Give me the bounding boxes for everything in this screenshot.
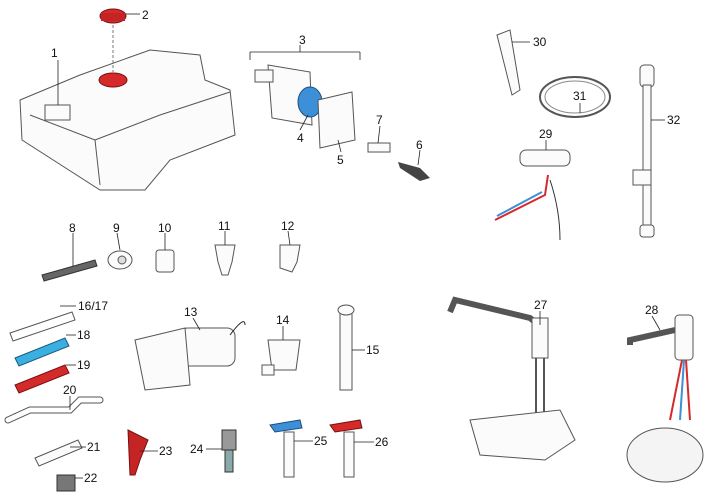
- part-32-shower-rail: [632, 64, 655, 238]
- part-24-fitting: [221, 429, 237, 473]
- part-12-connector: [279, 244, 301, 273]
- label-part-20: 20: [63, 383, 77, 397]
- part-14-filter: [261, 339, 301, 376]
- label-part-23: 23: [159, 444, 173, 458]
- part-30-shower-head: [496, 29, 521, 96]
- label-part-1: 1: [51, 46, 58, 60]
- part-1-water-tank: [19, 49, 236, 191]
- label-part-11: 11: [218, 219, 231, 233]
- part-25-blue-tap: [269, 419, 303, 478]
- label-part-27: 27: [534, 298, 548, 312]
- part-6-key: [398, 162, 430, 181]
- part-26-red-tap: [329, 419, 363, 478]
- part-20-bent-pipe: [4, 396, 104, 424]
- label-part-6: 6: [416, 138, 423, 152]
- label-part-30: 30: [533, 35, 547, 49]
- label-part-10: 10: [158, 221, 172, 235]
- label-part-26: 26: [375, 435, 389, 449]
- label-part-32: 32: [667, 113, 681, 127]
- label-part-29: 29: [539, 127, 553, 141]
- part-9-washer: [107, 250, 133, 270]
- label-part-8: 8: [69, 221, 76, 235]
- label-part-16-17: 16/17: [78, 299, 108, 313]
- part-16-17-hose: [9, 311, 76, 342]
- label-part-14: 14: [276, 313, 290, 327]
- label-part-28: 28: [645, 303, 659, 317]
- label-part-24: 24: [190, 442, 204, 456]
- label-part-9: 9: [113, 221, 120, 235]
- part-27-faucet-sink: [447, 296, 576, 461]
- part-22-plug: [56, 474, 76, 492]
- leader-lines: [57, 13, 665, 479]
- part-10-sleeve: [155, 249, 175, 273]
- label-part-21: 21: [87, 440, 101, 454]
- label-part-18: 18: [77, 328, 91, 342]
- label-part-15: 15: [366, 343, 380, 357]
- label-part-5: 5: [337, 153, 344, 167]
- part-29-shower-mixer: [494, 149, 571, 241]
- part-21-hose-connector: [34, 439, 83, 467]
- label-part-31: 31: [573, 89, 587, 103]
- part-11-connector: [214, 244, 236, 276]
- label-part-12: 12: [281, 219, 295, 233]
- part-23-red-tap: [127, 429, 149, 476]
- label-part-19: 19: [77, 358, 91, 372]
- part-2-filler-cap: [98, 8, 128, 88]
- part-28-mixer-tap: [626, 314, 704, 483]
- part-31-shower-hose: [539, 76, 611, 118]
- label-part-3: 3: [299, 33, 306, 47]
- part-15-valve: [337, 304, 355, 391]
- part-19-red-hose: [14, 364, 70, 394]
- label-part-25: 25: [314, 434, 328, 448]
- part-18-blue-hose: [14, 337, 70, 367]
- part-7-lock-barrel: [367, 142, 391, 153]
- label-part-4: 4: [297, 131, 304, 145]
- label-part-13: 13: [184, 305, 198, 319]
- label-part-7: 7: [376, 113, 383, 127]
- label-part-2: 2: [142, 8, 149, 22]
- part-13-pump: [134, 321, 246, 391]
- part-5-cover-plate: [317, 91, 356, 149]
- label-part-22: 22: [84, 471, 98, 485]
- part-8-tube: [41, 259, 98, 282]
